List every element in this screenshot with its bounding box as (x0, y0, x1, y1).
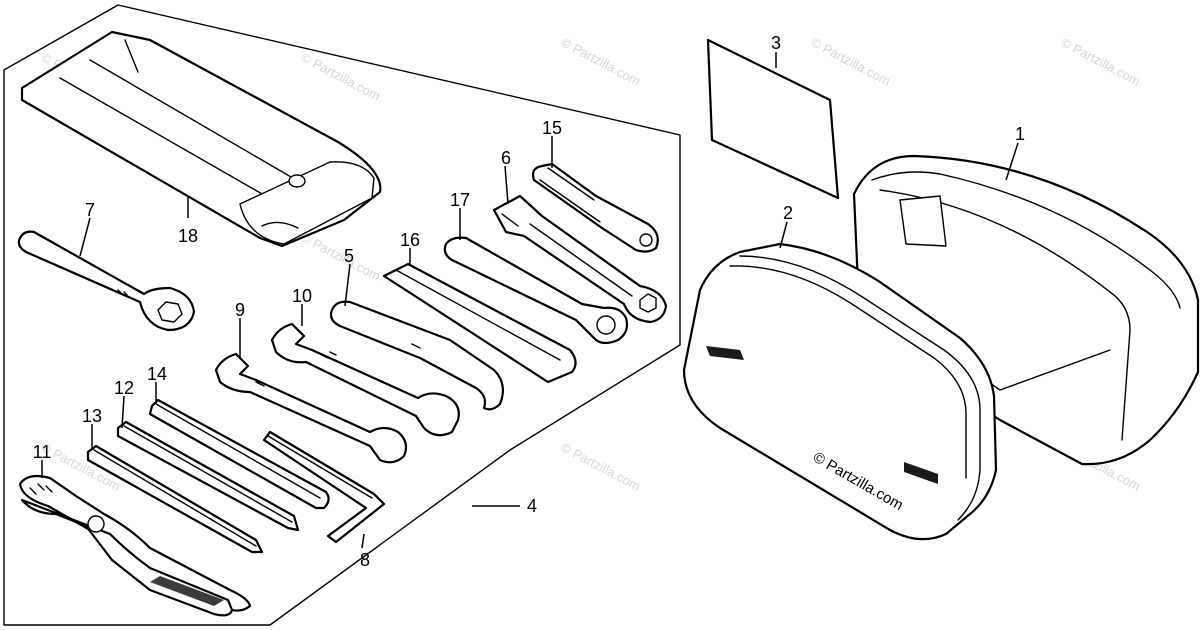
callout-12: 12 (114, 378, 134, 398)
watermark: © Partzilla.com (559, 439, 643, 493)
callout-4: 4 (527, 496, 537, 516)
hex-key (262, 430, 386, 544)
watermark: © Partzilla.com (559, 34, 643, 88)
callout-1: 1 (1015, 124, 1025, 144)
screwdriver-shaft-12 (116, 420, 300, 532)
callout-10: 10 (292, 286, 312, 306)
open-end-wrench-small (214, 352, 408, 464)
watermark: © Partzilla.com (299, 49, 383, 103)
watermark: © Partzilla.com (809, 34, 893, 88)
callouts: 1 2 3 4 5 6 7 8 9 10 11 12 13 14 15 16 1… (33, 33, 1025, 570)
screwdriver-flat (382, 262, 577, 384)
screwdriver-shaft-13 (86, 444, 264, 554)
screwdriver-handle (443, 236, 629, 345)
callout-2: 2 (783, 203, 793, 223)
watermark: © Partzilla.com (1059, 34, 1143, 88)
label-card (706, 38, 840, 200)
leader-lines (41, 52, 1019, 549)
pliers (18, 474, 252, 617)
callout-3: 3 (771, 33, 781, 53)
callout-17: 17 (450, 190, 470, 210)
ring-wrench (17, 230, 196, 332)
callout-9: 9 (235, 300, 245, 320)
callout-5: 5 (344, 246, 354, 266)
callout-14: 14 (147, 364, 167, 384)
open-end-wrench-large (270, 322, 460, 437)
tool-kit-group-outline (3, 4, 681, 626)
callout-13: 13 (82, 406, 102, 426)
callout-16: 16 (400, 230, 420, 250)
watermark: © Partzilla.com (299, 229, 383, 283)
extension-bar (531, 162, 659, 253)
callout-7: 7 (85, 200, 95, 220)
callout-11: 11 (33, 442, 52, 462)
screwdriver-shaft-14 (148, 398, 330, 510)
spark-plug-wrench (492, 194, 668, 324)
callout-8: 8 (360, 550, 370, 570)
saddlebag-right (852, 154, 1200, 466)
pin-spanner (329, 300, 505, 411)
callout-18: 18 (178, 226, 198, 246)
tool-bag (20, 30, 382, 248)
saddlebag-left (682, 242, 998, 541)
callout-15: 15 (542, 118, 562, 138)
callout-6: 6 (501, 148, 511, 168)
